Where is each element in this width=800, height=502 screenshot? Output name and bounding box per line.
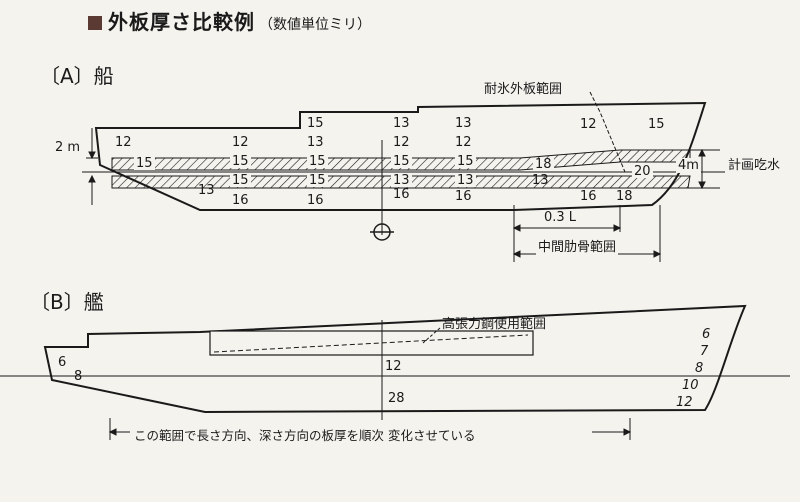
waterline-label: 計画吃水 bbox=[728, 158, 781, 173]
thickness-value: 12 bbox=[385, 359, 402, 374]
thickness-value: 16 bbox=[307, 193, 324, 208]
thickness-value: 15 bbox=[230, 154, 251, 169]
thickness-value: 18 bbox=[616, 189, 633, 204]
thickness-value: 15 bbox=[455, 154, 476, 169]
hts-region bbox=[209, 330, 534, 356]
title-square-icon bbox=[88, 16, 102, 30]
thickness-value: 13 bbox=[455, 173, 476, 188]
dim-4m-label: 4m bbox=[676, 158, 701, 173]
thickness-value: 15 bbox=[307, 173, 328, 188]
page-title: 外板厚さ比較例（数値単位ミリ） bbox=[88, 6, 371, 35]
unit-note: （数値単位ミリ） bbox=[259, 17, 371, 33]
thickness-value: 12 bbox=[393, 135, 410, 150]
midframe-range-label: 中間肋骨範囲 bbox=[536, 236, 619, 255]
thickness-value: 28 bbox=[388, 391, 405, 406]
thickness-value: 13 bbox=[532, 173, 549, 188]
section-b-label: 〔B〕艦 bbox=[30, 290, 104, 314]
thickness-value: 13 bbox=[393, 116, 410, 131]
dim-4m-marker bbox=[676, 148, 720, 190]
ice-belt-callout: 耐氷外板範囲 bbox=[484, 82, 563, 97]
section-a-label: 〔A〕船 bbox=[40, 64, 114, 88]
thickness-value: 20 bbox=[632, 164, 653, 179]
dim-2m-marker bbox=[86, 128, 98, 205]
thickness-value: 16 bbox=[232, 193, 249, 208]
thickness-value: 8 bbox=[693, 361, 706, 376]
dim-2m-label: 2 m bbox=[55, 140, 81, 155]
ice-callout-leader bbox=[589, 91, 626, 173]
thickness-value: 6 bbox=[702, 327, 711, 342]
thickness-value: 12 bbox=[580, 117, 597, 132]
thickness-value: 13 bbox=[198, 183, 215, 198]
thickness-value: 13 bbox=[391, 173, 412, 188]
thickness-value: 13 bbox=[307, 135, 324, 150]
thickness-value: 12 bbox=[232, 135, 249, 150]
thickness-value: 15 bbox=[648, 117, 665, 132]
thickness-value: 16 bbox=[393, 187, 410, 202]
bottom-range-note: この範囲で長さ方向、深さ方向の板厚を順次 変化させている bbox=[134, 428, 476, 443]
thickness-value: 13 bbox=[455, 116, 472, 131]
thickness-value: 15 bbox=[307, 154, 328, 169]
thickness-value: 15 bbox=[230, 173, 251, 188]
thickness-value: 8 bbox=[74, 369, 83, 384]
midship-symbol bbox=[370, 223, 394, 241]
thickness-value: 16 bbox=[455, 189, 472, 204]
thickness-value: 15 bbox=[134, 156, 155, 171]
thickness-value: 10 bbox=[682, 378, 699, 393]
dim-03L-label: 0.3 L bbox=[544, 210, 577, 225]
thickness-value: 16 bbox=[580, 189, 597, 204]
thickness-value: 15 bbox=[391, 154, 412, 169]
thickness-value: 6 bbox=[58, 355, 67, 370]
range-arrow bbox=[108, 418, 632, 440]
hts-callout-leader bbox=[422, 327, 441, 344]
thickness-value: 12 bbox=[115, 135, 132, 150]
thickness-value: 12 bbox=[676, 395, 693, 410]
hts-callout: 高張力鋼使用範囲 bbox=[442, 317, 547, 332]
thickness-value: 7 bbox=[700, 344, 709, 359]
thickness-value: 18 bbox=[533, 157, 554, 172]
thickness-value: 15 bbox=[307, 116, 324, 131]
thickness-value: 12 bbox=[455, 135, 472, 150]
